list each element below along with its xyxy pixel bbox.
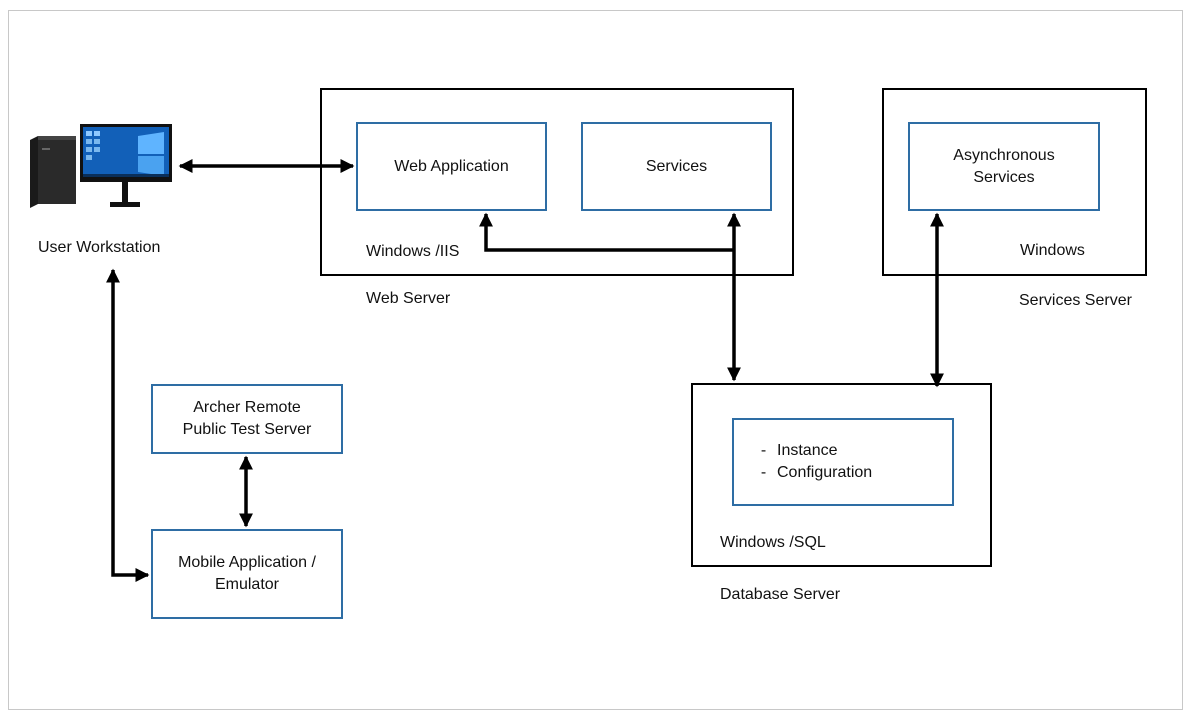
async-services-box: Asynchronous Services xyxy=(908,122,1100,211)
remote-test-server-box: Archer Remote Public Test Server xyxy=(151,384,343,454)
mobile-app-label: Mobile Application / Emulator xyxy=(178,554,316,593)
workstation-mobile-connector xyxy=(106,268,150,582)
mobile-app-box: Mobile Application / Emulator xyxy=(151,529,343,619)
remote-test-server-label: Archer Remote Public Test Server xyxy=(182,399,312,438)
services-label: Services xyxy=(645,157,708,175)
web-server-os-label: Windows /IIS xyxy=(366,243,460,260)
desktop-tower-icon xyxy=(30,136,76,208)
database-item: -Instance xyxy=(760,442,838,459)
database-item: -Configuration xyxy=(760,464,873,481)
database-items-box: -Instance -Configuration xyxy=(732,418,954,506)
monitor-icon xyxy=(80,124,172,207)
database-server-label: Database Server xyxy=(720,586,841,603)
async-services-label: Asynchronous Services xyxy=(953,146,1055,186)
connectors xyxy=(106,159,944,582)
services-box: Services xyxy=(581,122,772,211)
workstation-label: User Workstation xyxy=(38,239,161,256)
database-server-os-label: Windows /SQL xyxy=(720,534,826,551)
services-server-os-label: Windows xyxy=(1020,242,1085,259)
workstation-icon xyxy=(30,124,172,208)
services-webapp-connector xyxy=(479,212,734,252)
web-application-label: Web Application xyxy=(394,157,509,175)
web-application-box: Web Application xyxy=(356,122,547,211)
web-server-label: Web Server xyxy=(366,290,451,307)
services-server-label: Services Server xyxy=(1019,292,1132,309)
database-items-list: -Instance -Configuration xyxy=(750,440,872,484)
